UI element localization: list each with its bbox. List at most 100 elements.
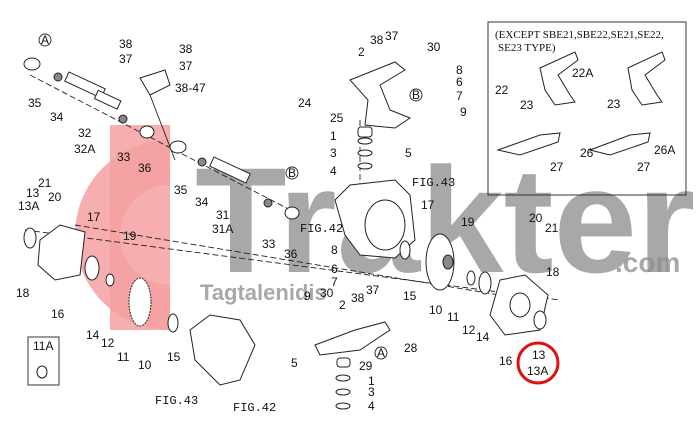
inset-arm-22 bbox=[539, 51, 579, 106]
ref-a-bottom: A bbox=[374, 346, 388, 360]
fig43-ref-bottom[interactable]: FIG.43 bbox=[155, 394, 198, 408]
axle-housing-lower bbox=[189, 314, 256, 386]
part-number-label: 13A bbox=[527, 364, 548, 378]
part-number-label: 14 bbox=[476, 330, 490, 344]
housing-flange bbox=[364, 199, 406, 251]
part-number-label: 33 bbox=[117, 150, 131, 164]
part-number-label: 16 bbox=[51, 307, 65, 321]
part-number-label: 19 bbox=[123, 229, 137, 243]
part-number-label: 9 bbox=[460, 105, 467, 119]
part-number-label: 33 bbox=[262, 237, 276, 251]
part-number-label: 35 bbox=[28, 96, 42, 110]
part-number-label: 4 bbox=[368, 399, 375, 413]
svg-text:A: A bbox=[41, 33, 49, 47]
fig42-ref-top[interactable]: FIG.42 bbox=[300, 222, 343, 236]
part-number-label: 8 bbox=[331, 243, 338, 257]
ref-b-left: B bbox=[285, 166, 299, 180]
part-number-label: 30 bbox=[320, 286, 334, 300]
part-number-label: 19 bbox=[461, 215, 475, 229]
seal-13 bbox=[533, 310, 547, 330]
part-number-label: 32A bbox=[74, 142, 95, 156]
tie-rod-left bbox=[23, 57, 155, 139]
part-number-label: 20 bbox=[48, 190, 62, 204]
fig43-ref-top[interactable]: FIG.43 bbox=[412, 176, 455, 190]
part-number-label: 12 bbox=[101, 336, 115, 350]
part-number-label: 11 bbox=[447, 310, 460, 324]
part-number-label: 34 bbox=[195, 195, 209, 209]
labels-mid-top: 38 37 2 30 24 25 1 3 4 5 8 6 7 9 17 19 bbox=[298, 29, 475, 229]
cover-boss bbox=[509, 292, 531, 318]
inset-arm-22a bbox=[627, 51, 666, 106]
part-number-label: 38 bbox=[370, 33, 384, 47]
part-number-label: 35 bbox=[174, 183, 188, 197]
part-number-label: 20 bbox=[529, 211, 543, 225]
ring-12-left bbox=[105, 273, 115, 287]
part-number-label: 6 bbox=[331, 262, 338, 276]
inset-label-23: 23 bbox=[520, 98, 534, 112]
seals-stack-lower bbox=[335, 357, 351, 410]
svg-text:A: A bbox=[377, 346, 385, 360]
part-number-label: 17 bbox=[87, 210, 101, 224]
part-number-label: 36 bbox=[138, 161, 152, 175]
knuckle-arm-upper bbox=[349, 61, 412, 129]
gear-10-left bbox=[128, 277, 152, 327]
part-number-label: 11 bbox=[117, 350, 130, 364]
part-number-label: 36 bbox=[284, 247, 298, 261]
part-number-label: 4 bbox=[330, 164, 337, 178]
part-number-label: 11A bbox=[33, 339, 53, 353]
part-number-label: 17 bbox=[421, 198, 435, 212]
part-number-label: 18 bbox=[546, 265, 560, 279]
bearing-14 bbox=[478, 271, 492, 295]
part-number-label: 1 bbox=[330, 129, 337, 143]
part-number-label: 13 bbox=[532, 348, 546, 362]
seals-stack-upper bbox=[357, 126, 373, 170]
part-number-label: 15 bbox=[403, 289, 417, 303]
part-number-label: 5 bbox=[405, 146, 412, 160]
inset-label-26a: 26A bbox=[654, 143, 675, 157]
highlight-circle bbox=[516, 341, 560, 385]
part-number-label: 30 bbox=[427, 40, 441, 54]
part-number-label: 21 bbox=[545, 221, 559, 235]
part-number-label: 25 bbox=[330, 111, 344, 125]
inset-note-2: SE23 TYPE) bbox=[498, 42, 556, 54]
part-number-label: 18 bbox=[16, 286, 30, 300]
clip-11a bbox=[36, 365, 48, 379]
part-number-label: 3 bbox=[368, 385, 375, 399]
part-number-label: 32 bbox=[78, 126, 92, 140]
inset-label-23b: 23 bbox=[607, 97, 621, 111]
part-number-label: 31 bbox=[216, 208, 230, 222]
part-number-label: 31A bbox=[212, 222, 233, 236]
bearing-15 bbox=[399, 240, 411, 260]
watermark-sub: Tagtalenidis bbox=[200, 280, 327, 305]
labels-top-left: 35 34 32 32A 33 36 38 37 38 37 38-47 35 … bbox=[28, 37, 298, 261]
inset-label-22a: 22A bbox=[572, 66, 593, 80]
part-number-label: 5 bbox=[291, 356, 298, 370]
part-number-label: 14 bbox=[86, 328, 100, 342]
part-number-label: 3 bbox=[330, 146, 337, 160]
part-number-label: 9 bbox=[304, 289, 311, 303]
inset-note-1: (EXCEPT SBE21,SBE22,SE21,SE22, bbox=[495, 29, 664, 41]
part-number-label: 24 bbox=[298, 96, 312, 110]
inset-label-26: 26 bbox=[580, 146, 594, 160]
part-number-label: 8 bbox=[456, 63, 463, 77]
gear-10 bbox=[425, 233, 455, 291]
seal-13-left bbox=[23, 227, 37, 249]
knuckle-arm-lower bbox=[314, 321, 391, 356]
part-number-label: 10 bbox=[138, 358, 152, 372]
part-number-label: 21 bbox=[38, 176, 52, 190]
part-number-label: 38-47 bbox=[175, 81, 206, 95]
ring-12 bbox=[466, 270, 476, 286]
fig42-ref-bottom[interactable]: FIG.42 bbox=[233, 401, 276, 415]
part-number-label: 37 bbox=[366, 283, 380, 297]
part-number-label: 29 bbox=[359, 359, 373, 373]
bearing-14-left bbox=[84, 255, 100, 281]
ref-b-top: B bbox=[409, 88, 423, 102]
labels-right-bottom: 15 10 11 12 14 16 20 21 18 13 13A bbox=[403, 211, 560, 378]
part-number-label: 37 bbox=[179, 59, 193, 73]
part-number-label: 12 bbox=[462, 323, 476, 337]
inset-box bbox=[487, 21, 687, 196]
part-number-label: 2 bbox=[339, 298, 346, 312]
part-number-label: 7 bbox=[456, 89, 463, 103]
watermark-domain: .com bbox=[615, 247, 680, 278]
